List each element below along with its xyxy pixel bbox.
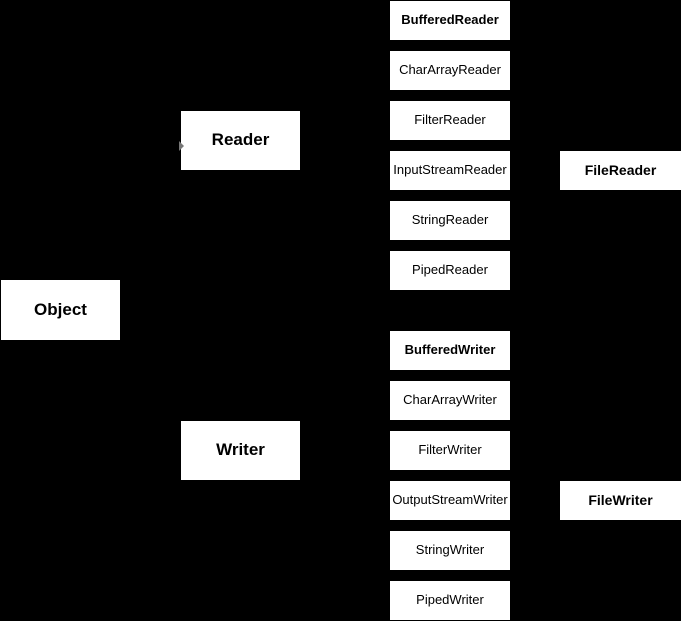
- node-filereader: FileReader: [560, 151, 681, 190]
- node-stringreader: StringReader: [390, 201, 510, 240]
- node-outputstreamwriter: OutputStreamWriter: [390, 481, 510, 520]
- node-chararrayreader: CharArrayReader: [390, 51, 510, 90]
- arrowhead-icon: [179, 141, 184, 151]
- node-pipedwriter: PipedWriter: [390, 581, 510, 620]
- node-chararraywriter: CharArrayWriter: [390, 381, 510, 420]
- node-pipedreader: PipedReader: [390, 251, 510, 290]
- node-stringwriter: StringWriter: [390, 531, 510, 570]
- node-reader: Reader: [181, 111, 300, 170]
- node-inputstreamreader: InputStreamReader: [390, 151, 510, 190]
- node-bufferedreader: BufferedReader: [390, 1, 510, 40]
- node-writer: Writer: [181, 421, 300, 480]
- node-filterreader: FilterReader: [390, 101, 510, 140]
- node-bufferedwriter: BufferedWriter: [390, 331, 510, 370]
- node-filewriter: FileWriter: [560, 481, 681, 520]
- node-object: Object: [1, 280, 120, 340]
- node-filterwriter: FilterWriter: [390, 431, 510, 470]
